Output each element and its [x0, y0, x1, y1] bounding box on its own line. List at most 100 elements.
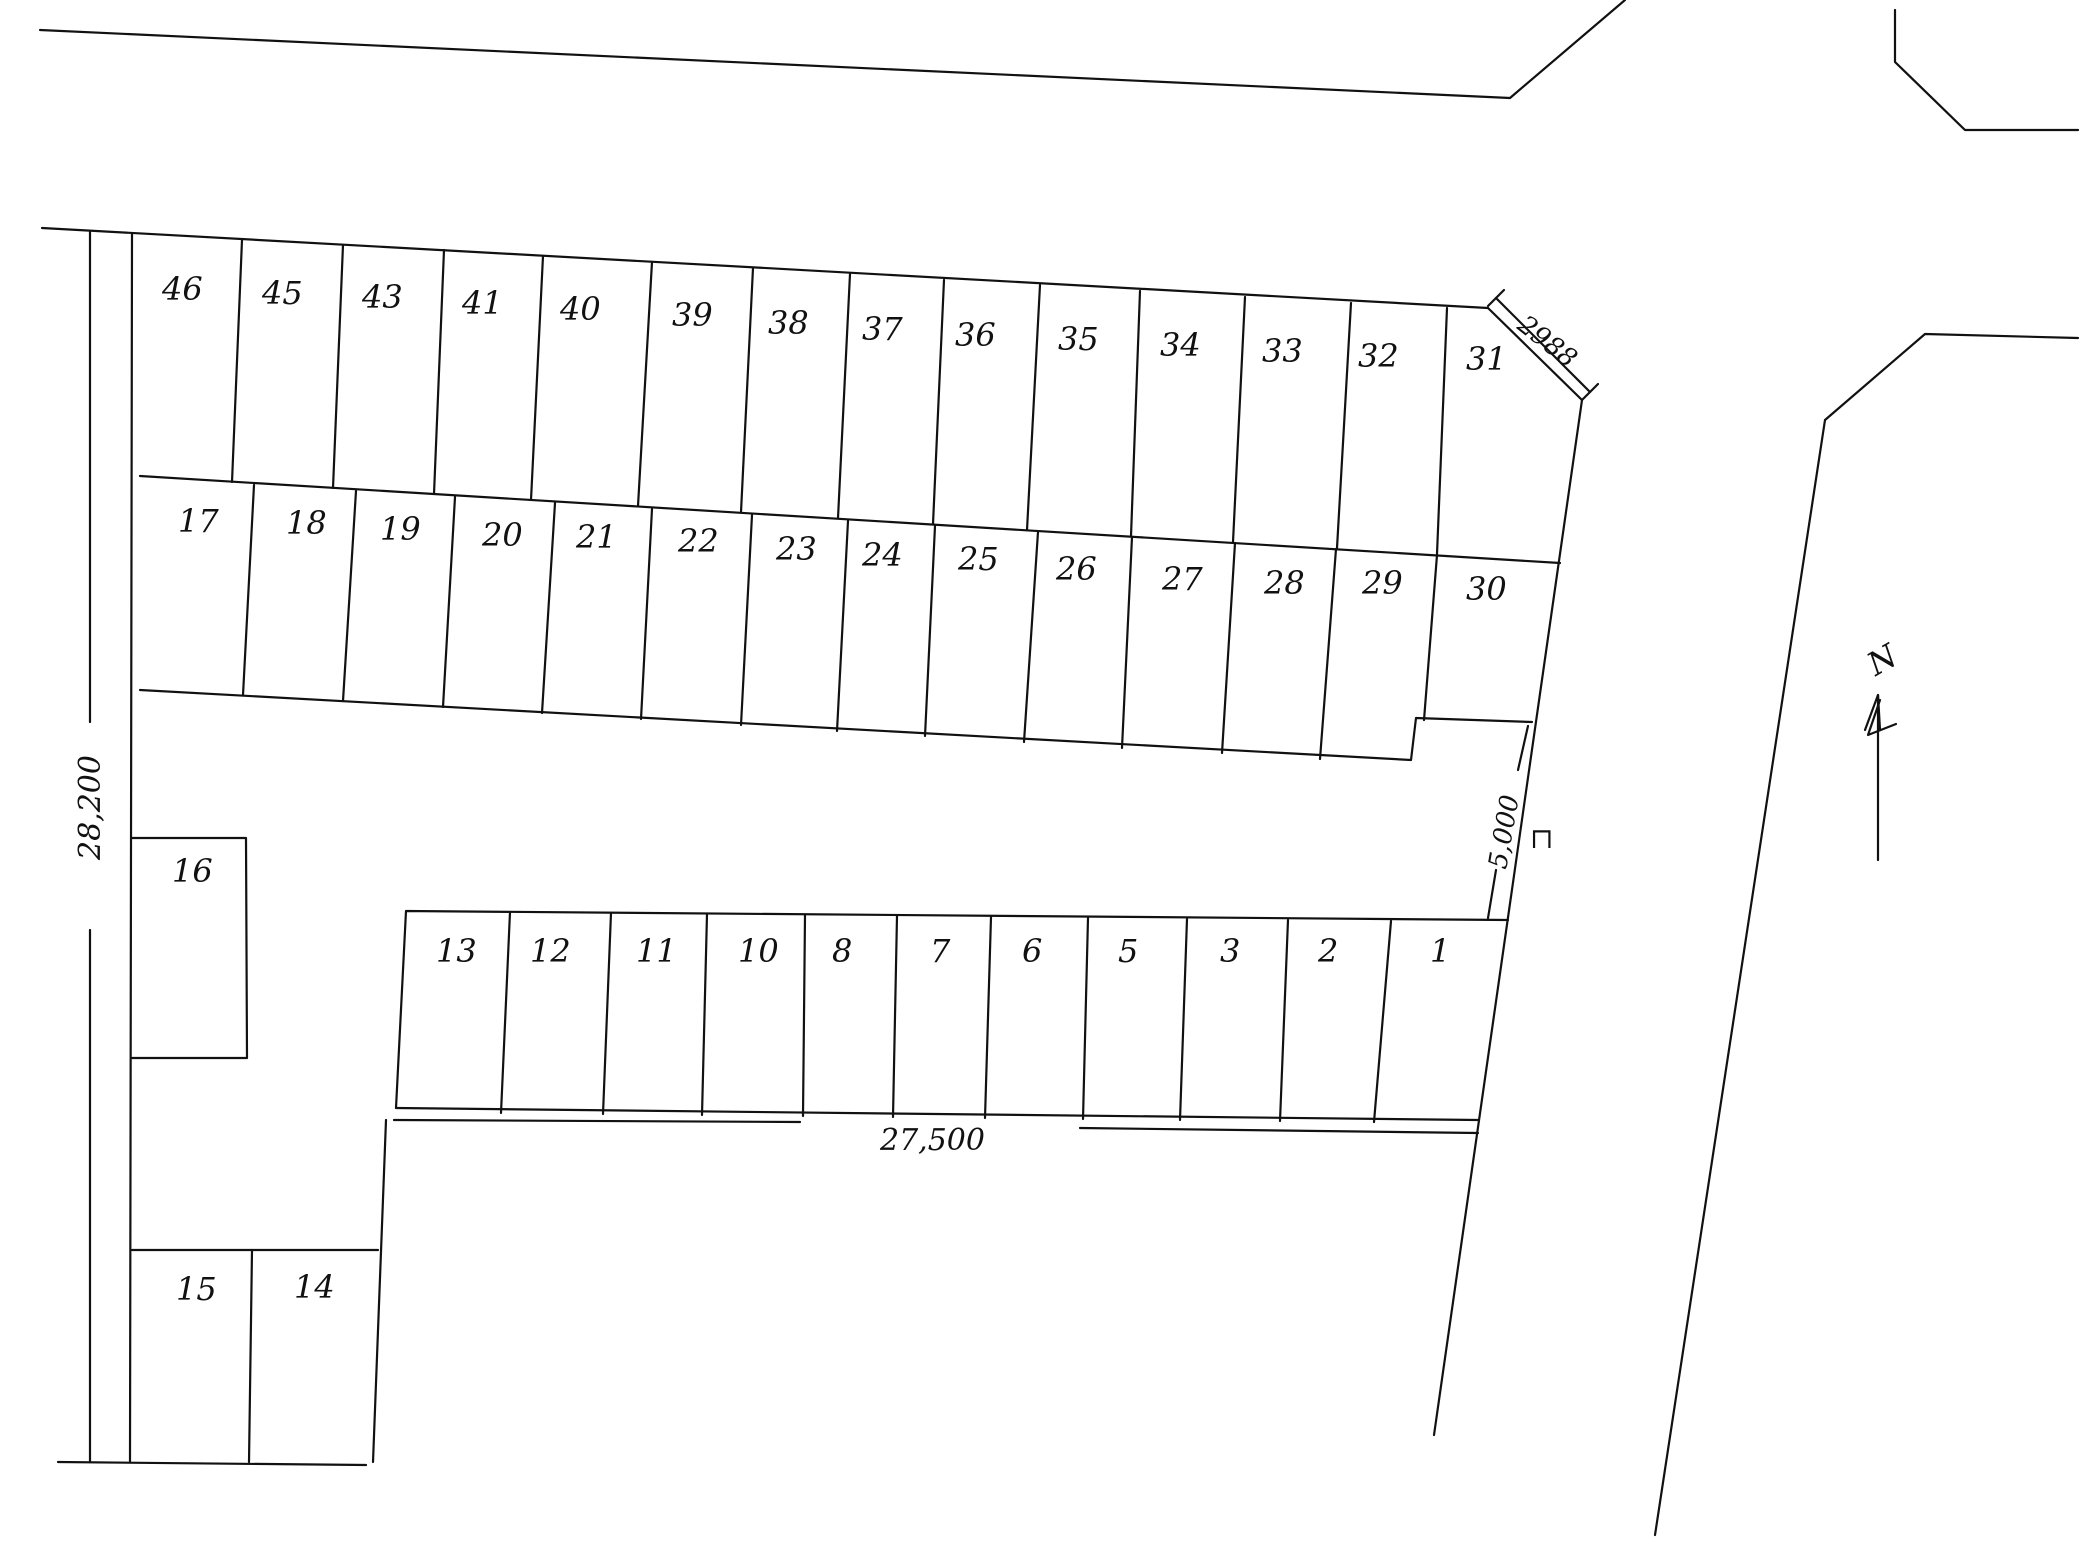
entrance-mark: ⊓	[1530, 822, 1553, 855]
site-boundary	[40, 226, 1584, 1467]
divider	[1231, 295, 1247, 544]
divider	[1318, 547, 1338, 761]
space-label-13: 13	[436, 932, 477, 970]
space-label-38: 38	[768, 304, 809, 342]
space-label-14: 14	[294, 1268, 335, 1306]
space-label-1: 1	[1430, 932, 1450, 970]
space-label-46: 46	[161, 270, 203, 308]
chamfer-dimension-line	[1494, 296, 1592, 394]
divider	[1025, 283, 1042, 532]
court-west-edge	[371, 1118, 388, 1464]
divider	[1422, 553, 1439, 722]
space-label-19: 19	[380, 510, 421, 548]
space-label-5: 5	[1118, 932, 1138, 970]
divider	[230, 238, 244, 484]
space-label-25: 25	[957, 540, 999, 578]
space-label-8: 8	[832, 932, 852, 970]
divider	[700, 912, 709, 1117]
north-arrow-head	[1863, 693, 1882, 732]
divider	[739, 513, 754, 727]
space-16-outline	[130, 836, 249, 1060]
north-boundary	[40, 226, 1490, 310]
row-north	[138, 238, 1562, 565]
space-label-22: 22	[677, 522, 719, 560]
divider	[835, 519, 850, 733]
space-label-45: 45	[261, 274, 303, 312]
space-label-24: 24	[861, 536, 903, 574]
north-arrow-flag	[1866, 698, 1898, 737]
divider	[1335, 301, 1353, 550]
north-road-edge	[38, 0, 1627, 100]
space-label-17: 17	[178, 502, 219, 540]
space-label-39: 39	[672, 296, 713, 334]
divider	[983, 915, 993, 1120]
divider	[441, 495, 457, 709]
west-length-label: 28,200	[73, 755, 108, 861]
space-label-2: 2	[1317, 932, 1338, 970]
entrance-width-label: 5,000	[1483, 793, 1525, 872]
chamfer-tick-b	[1580, 382, 1600, 402]
divider	[341, 489, 358, 703]
divider	[1022, 530, 1040, 744]
divider	[836, 272, 852, 520]
chamfer-tick-a	[1486, 288, 1506, 308]
row-second	[138, 483, 1534, 762]
space-label-18: 18	[286, 504, 327, 542]
space-label-28: 28	[1263, 564, 1305, 602]
divider	[1372, 919, 1393, 1124]
row-second-south-edge	[138, 688, 1534, 762]
divider	[331, 243, 345, 490]
street-edges	[38, 0, 2080, 1537]
row-north-south-edge	[138, 474, 1562, 565]
space-label-40: 40	[559, 290, 601, 328]
south-boundary	[56, 1460, 368, 1467]
divider	[601, 911, 613, 1116]
space-label-12: 12	[530, 932, 571, 970]
divider	[636, 260, 654, 508]
east-road-curb	[1653, 332, 2080, 1537]
row-south	[394, 909, 1510, 1124]
dimension-marks	[1486, 288, 1898, 920]
space-label-36: 36	[955, 316, 996, 354]
space-label-7: 7	[930, 932, 951, 970]
space-label-15: 15	[176, 1270, 217, 1308]
space-label-10: 10	[738, 932, 779, 970]
divider	[1129, 289, 1142, 538]
row-south-outline	[394, 909, 1510, 1110]
south-length-label: 27,500	[879, 1123, 985, 1158]
divider	[432, 248, 446, 496]
divider	[739, 266, 755, 514]
chamfer-and-east-boundary	[1432, 306, 1584, 1437]
divider	[923, 524, 937, 738]
space-label-3: 3	[1220, 932, 1240, 970]
space-label-32: 32	[1358, 337, 1399, 375]
divider	[1435, 306, 1449, 556]
divider	[891, 914, 899, 1119]
north-arrow-label: N	[1860, 636, 1905, 684]
divider	[639, 507, 654, 721]
divider	[801, 913, 807, 1118]
northeast-curb	[1893, 8, 2080, 132]
divider	[247, 1248, 254, 1464]
space-label-16: 16	[172, 852, 213, 890]
space-label-31: 31	[1466, 340, 1507, 378]
entrance-dim-bottom	[1486, 868, 1498, 920]
space-label-30: 30	[1466, 570, 1507, 608]
divider	[931, 278, 946, 526]
entrance-dim-top	[1516, 724, 1530, 772]
divider	[241, 483, 256, 697]
divider	[1278, 918, 1290, 1123]
space-label-33: 33	[1262, 332, 1303, 370]
space-label-43: 43	[361, 278, 403, 316]
central-court-south-edge-2	[1078, 1126, 1480, 1135]
divider	[1081, 916, 1090, 1121]
divider	[540, 501, 557, 715]
space-label-27: 27	[1161, 560, 1203, 598]
space-label-37: 37	[862, 310, 903, 348]
divider	[1178, 917, 1189, 1122]
row-southwest	[130, 1248, 380, 1464]
space-label-23: 23	[775, 530, 817, 568]
central-court-south-edge	[392, 1118, 802, 1124]
west-boundary-inner	[128, 232, 134, 1464]
